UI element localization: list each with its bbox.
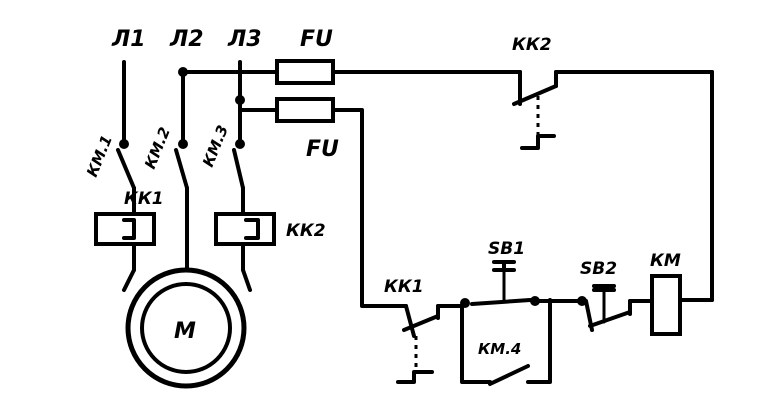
contact-km4 [460, 298, 552, 386]
button-sb2 [577, 284, 632, 332]
button-sb1 [460, 260, 540, 308]
motor-lead-3 [241, 268, 252, 292]
label-button-sb1: SB1 [488, 239, 525, 259]
label-fuse-bottom: FU [306, 137, 339, 162]
label-phase-1: Л1 [111, 27, 146, 52]
label-relay-contact-top: КК2 [512, 35, 552, 55]
motor [125, 267, 247, 389]
control-wire-left [331, 108, 390, 308]
motor-lead-1 [122, 268, 136, 292]
phase-line-2 [174, 67, 189, 270]
label-contact-km4: КМ.4 [478, 340, 521, 358]
label-contactor-km1: КМ.1 [83, 133, 116, 180]
thermal-relay-1 [94, 212, 156, 246]
label-phase-3: Л3 [227, 27, 262, 52]
coil-km [650, 274, 682, 336]
fuse-bottom [275, 97, 335, 123]
label-phase-2: Л2 [169, 27, 204, 52]
thermal-relay-2 [214, 212, 276, 246]
label-thermal-relay-1: КК1 [124, 189, 164, 209]
phase-line-3 [232, 60, 245, 272]
label-contactor-km3: КМ.3 [199, 123, 232, 170]
fuse-top [275, 59, 335, 85]
label-thermal-relay-2: КК2 [286, 221, 326, 241]
label-coil-km: КМ [650, 251, 681, 271]
relay-contact-top [512, 70, 558, 150]
label-fuse-top: FU [300, 27, 333, 52]
label-contactor-km2: КМ.2 [141, 125, 174, 172]
relay-contact-bottom [386, 304, 440, 384]
label-motor: М [174, 319, 196, 344]
label-button-sb2: SB2 [580, 259, 617, 279]
label-relay-contact-bottom: КК1 [384, 277, 424, 297]
